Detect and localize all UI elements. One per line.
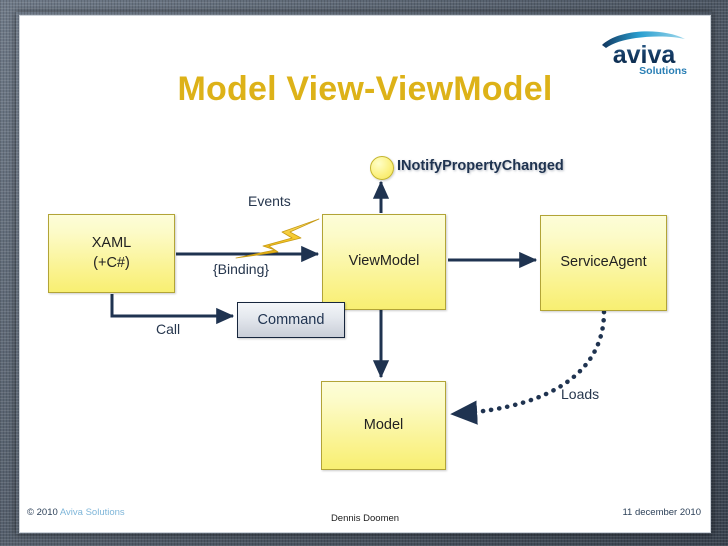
- presentation-slide: aviva Solutions Model View-ViewModel: [19, 15, 711, 533]
- node-viewmodel-label: ViewModel: [348, 253, 420, 270]
- inotifypropertychanged-label: INotifyPropertyChanged: [397, 158, 564, 174]
- node-command-label: Command: [257, 312, 325, 328]
- node-model-label: Model: [363, 416, 404, 433]
- inotifypropertychanged-interface-icon: [370, 156, 394, 180]
- edge-label-events: Events: [248, 193, 291, 209]
- aviva-solutions-logo: aviva Solutions: [592, 26, 698, 76]
- footer-copyright-prefix: © 2010: [27, 507, 60, 518]
- diagram-node-model[interactable]: Model: [321, 381, 446, 470]
- diagram-node-viewmodel[interactable]: ViewModel: [322, 214, 446, 310]
- footer-author: Dennis Doomen: [330, 513, 400, 524]
- logo-wordmark: aviva: [613, 41, 677, 69]
- edge-label-call: Call: [156, 321, 181, 337]
- footer-copyright-brand: Aviva Solutions: [59, 507, 125, 518]
- node-xaml-line2: (+C#): [93, 254, 130, 271]
- footer-date: 11 december 2010: [622, 507, 701, 518]
- edge-label-loads: Loads: [561, 386, 600, 402]
- diagram-node-xaml[interactable]: XAML (+C#): [48, 214, 175, 293]
- edge-label-binding: {Binding}: [213, 261, 270, 277]
- events-lightning-bolt: [235, 218, 320, 259]
- diagram-node-command[interactable]: Command: [237, 302, 345, 338]
- footer-copyright: © 2010 Aviva Solutions: [27, 507, 125, 518]
- node-xaml-line1: XAML: [91, 234, 132, 251]
- page-title: Model View-ViewModel: [177, 70, 553, 108]
- edge-xaml-to-command: [110, 294, 235, 325]
- slide-footer: © 2010 Aviva Solutions Dennis Doomen 11 …: [20, 490, 710, 532]
- diagram-node-serviceagent[interactable]: ServiceAgent: [540, 215, 667, 311]
- node-serviceagent-label: ServiceAgent: [560, 254, 647, 271]
- logo-tagline: Solutions: [639, 65, 687, 76]
